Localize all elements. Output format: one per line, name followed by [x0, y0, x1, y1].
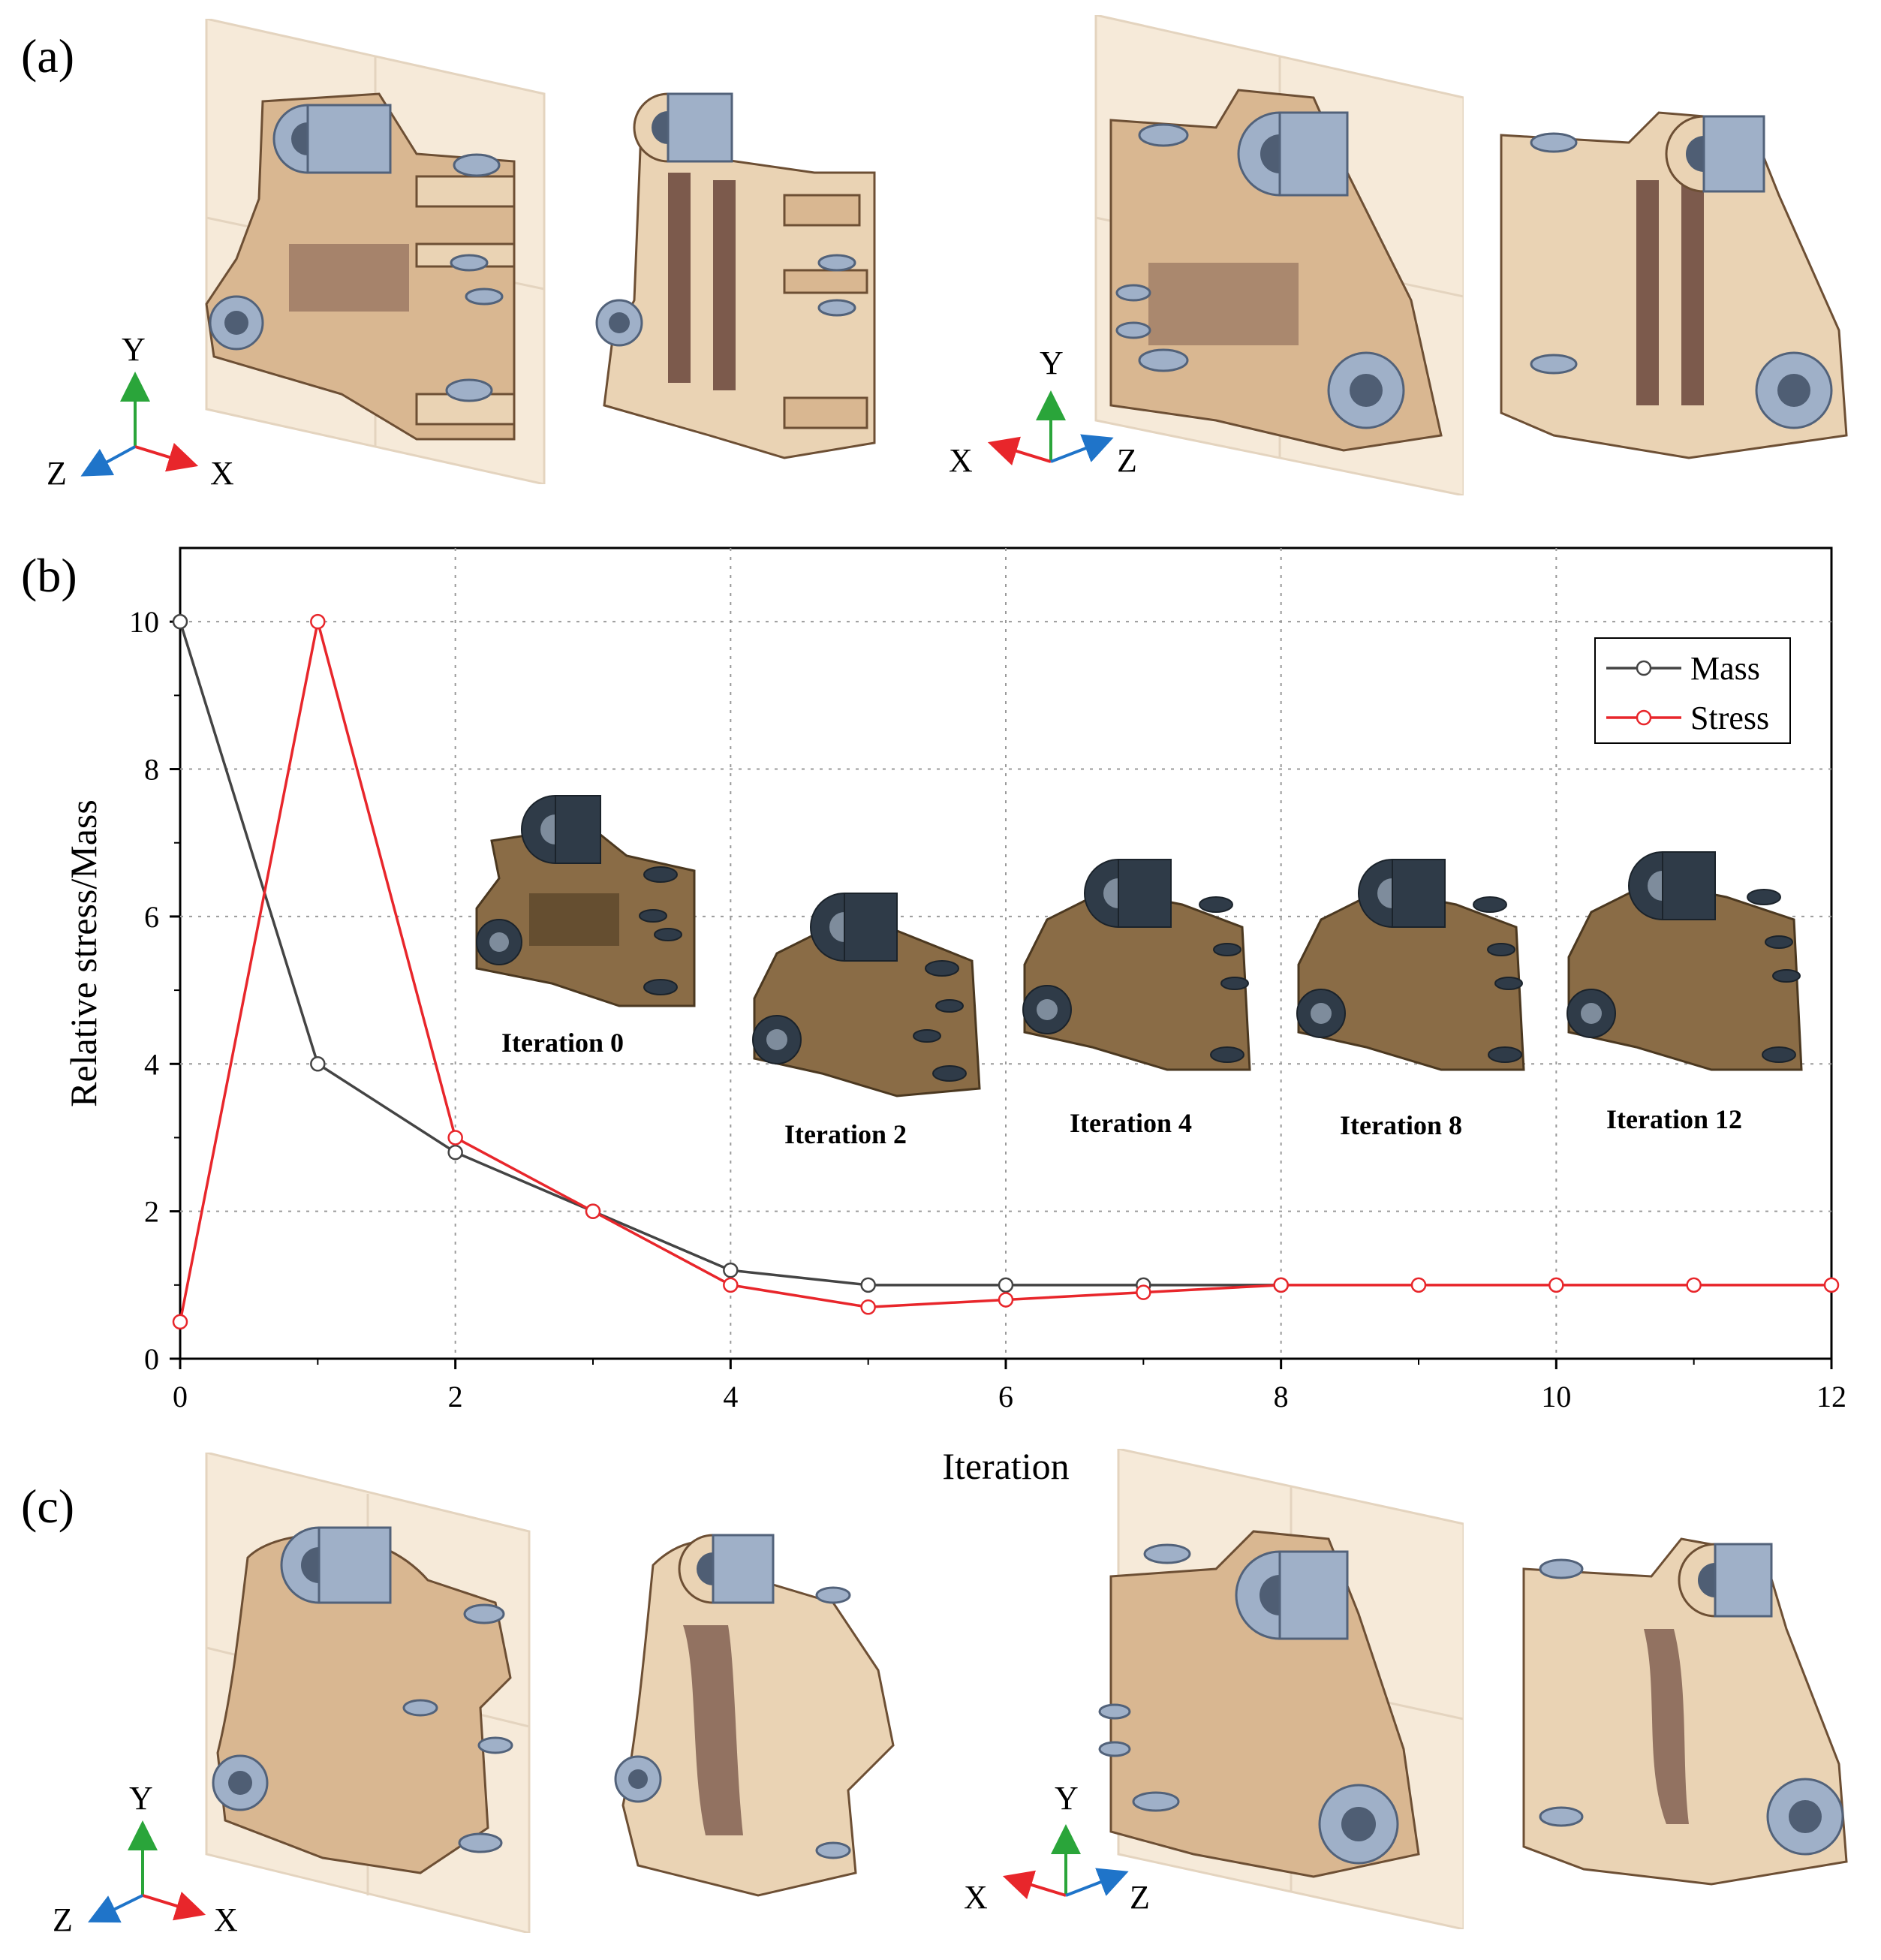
legend-label: Mass: [1690, 650, 1760, 687]
panel-a-model-back-section: [1500, 111, 1848, 459]
iteration-2-model: [752, 893, 981, 1097]
x-axis-label: Iteration: [942, 1445, 1069, 1486]
iteration-0-label: Iteration 0: [501, 1028, 624, 1058]
data-point-mass: [998, 1277, 1014, 1293]
axis-triad-c-right: Y X Z: [964, 1780, 1150, 1916]
grid-lines: [180, 548, 1831, 1359]
data-point-stress: [1136, 1284, 1151, 1300]
x-tick-label: 12: [1816, 1380, 1846, 1414]
iteration-12-model: [1566, 851, 1803, 1071]
series-lines: [172, 613, 1840, 1330]
data-point-stress: [998, 1292, 1014, 1308]
data-point-mass: [172, 613, 188, 630]
axis-triad-c-left: Y X Z: [53, 1780, 238, 1937]
data-point-stress: [1686, 1277, 1702, 1293]
data-point-stress: [723, 1277, 739, 1293]
panel-c-model-back-section: [1522, 1537, 1848, 1886]
panel-c-model-back-with-plane: [1098, 1449, 1464, 1929]
axis-letter-z: Z: [1117, 442, 1137, 479]
y-tick-label: 10: [129, 605, 159, 639]
tick-labels: 0 2 4 6 8 10 12 0 2 4 6 8 10: [129, 605, 1846, 1414]
data-point-mass: [310, 1056, 326, 1072]
data-point-stress: [310, 613, 326, 630]
legend-box: [1594, 637, 1791, 744]
axis-letter-z: Z: [1130, 1879, 1150, 1916]
legend-marker: [1636, 660, 1652, 676]
axis-letter-x: X: [210, 455, 234, 492]
panel-label-c: (c): [21, 1480, 75, 1533]
iteration-12-label: Iteration 12: [1606, 1104, 1742, 1134]
data-point-stress: [172, 1314, 188, 1330]
x-tick-label: 6: [998, 1380, 1013, 1414]
y-tick-label: 8: [144, 753, 159, 787]
y-tick-label: 0: [144, 1342, 159, 1376]
x-tick-label: 8: [1274, 1380, 1289, 1414]
axis-letter-z: Z: [53, 1901, 73, 1937]
data-point-stress: [447, 1130, 463, 1146]
iteration-8-label: Iteration 8: [1340, 1110, 1462, 1140]
y-tick-label: 2: [144, 1195, 159, 1229]
axis-letter-x: X: [214, 1901, 238, 1937]
panel-a-model-front-section: [595, 92, 876, 459]
panel-c-model-front-with-plane: [205, 1453, 531, 1933]
axis-letter-x: X: [964, 1879, 988, 1916]
data-point-stress: [1548, 1277, 1564, 1293]
axis-triad-a-left: Y X Z: [47, 331, 234, 492]
axis-letter-y: Y: [1040, 345, 1064, 381]
data-point-mass: [447, 1144, 463, 1161]
x-tick-label: 2: [448, 1380, 463, 1414]
x-tick-label: 10: [1541, 1380, 1571, 1414]
panel-a-model-back-with-plane: [1094, 15, 1464, 495]
x-tick-label: 0: [173, 1380, 188, 1414]
data-point-stress: [585, 1203, 601, 1219]
axis-letter-y: Y: [122, 331, 146, 368]
y-tick-label: 6: [144, 900, 159, 934]
data-point-mass: [723, 1262, 739, 1278]
y-axis-label: Relative stress/Mass: [62, 799, 104, 1107]
axis-letter-y: Y: [1055, 1780, 1079, 1817]
iteration-8-model: [1296, 859, 1525, 1071]
panel-c-model-front-section: [614, 1534, 895, 1897]
panel-a-model-front-with-plane: [205, 19, 546, 484]
iteration-4-label: Iteration 4: [1070, 1108, 1192, 1138]
iteration-chart: 0 2 4 6 8 10 12 0 2 4 6 8 10 Iteration Relative stre…: [62, 546, 1846, 1486]
axis-letter-y: Y: [129, 1780, 153, 1817]
x-tick-label: 4: [723, 1380, 738, 1414]
data-point-mass: [860, 1277, 876, 1293]
panel-label-b: (b): [21, 549, 77, 602]
iteration-0-model: [475, 795, 696, 1007]
data-point-stress: [1273, 1277, 1289, 1293]
data-point-stress: [860, 1299, 876, 1315]
axis-letter-z: Z: [47, 455, 67, 492]
legend-marker: [1636, 709, 1652, 726]
iteration-2-label: Iteration 2: [784, 1119, 907, 1149]
y-tick-label: 4: [144, 1047, 159, 1081]
data-point-stress: [1823, 1277, 1840, 1293]
legend-label: Stress: [1690, 700, 1769, 736]
panel-label-a: (a): [21, 29, 75, 83]
data-point-stress: [1410, 1277, 1427, 1293]
axis-letter-x: X: [949, 442, 973, 479]
axis-triad-a-right: Y X Z: [949, 345, 1137, 479]
iteration-4-model: [1022, 859, 1251, 1071]
